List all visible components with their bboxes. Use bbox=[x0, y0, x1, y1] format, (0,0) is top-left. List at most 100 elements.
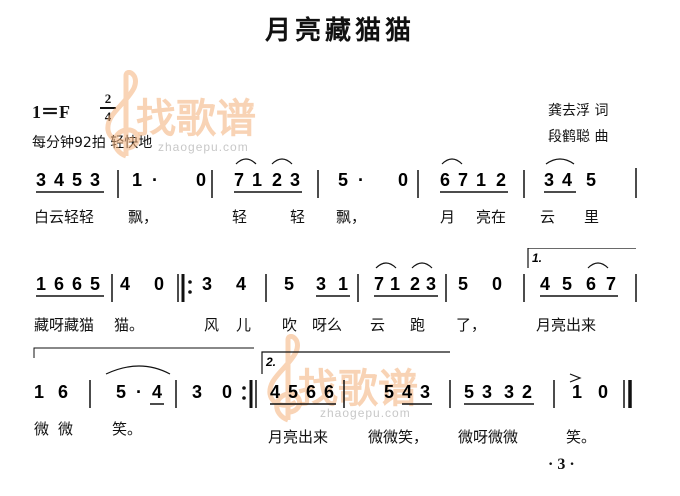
svg-text:4: 4 bbox=[120, 274, 130, 294]
lyric: 微 bbox=[58, 420, 74, 438]
lyric: 藏呀藏猫 bbox=[34, 316, 95, 334]
svg-text:2: 2 bbox=[272, 170, 282, 190]
svg-text:5: 5 bbox=[116, 382, 126, 402]
svg-text:0: 0 bbox=[196, 170, 206, 190]
svg-text:3: 3 bbox=[420, 382, 430, 402]
svg-text:7: 7 bbox=[374, 274, 384, 294]
svg-text:4: 4 bbox=[562, 170, 572, 190]
svg-text:1: 1 bbox=[338, 274, 348, 294]
treble-clef-icon bbox=[105, 70, 140, 159]
lyric: 亮在 bbox=[476, 208, 507, 226]
svg-text:3: 3 bbox=[202, 274, 212, 294]
svg-text:5: 5 bbox=[284, 274, 294, 294]
lyric: 云 bbox=[540, 208, 556, 226]
watermark-url: zhaogepu.com bbox=[158, 140, 249, 154]
lyric: 月亮出来 bbox=[268, 428, 329, 446]
svg-text:7: 7 bbox=[606, 274, 616, 294]
lyric: 轻 bbox=[232, 208, 248, 226]
watermark-url: zhaogepu.com bbox=[320, 406, 411, 420]
svg-text:4: 4 bbox=[152, 382, 162, 402]
song-title: 月亮藏猫猫 bbox=[264, 16, 415, 46]
lyric: 微呀微微 bbox=[458, 428, 519, 446]
lyric: 吹 bbox=[282, 316, 298, 334]
svg-text:1: 1 bbox=[252, 170, 262, 190]
svg-text:3: 3 bbox=[504, 382, 514, 402]
lyric: 了， bbox=[456, 316, 487, 334]
lyric: 月 bbox=[440, 208, 456, 226]
svg-text:1: 1 bbox=[132, 170, 142, 190]
lyric: 笑。 bbox=[566, 428, 597, 446]
svg-text:5: 5 bbox=[562, 274, 572, 294]
svg-text:0: 0 bbox=[222, 382, 232, 402]
svg-text:7: 7 bbox=[234, 170, 244, 190]
svg-text:·: · bbox=[152, 170, 158, 190]
volta-label: 1. bbox=[532, 251, 542, 265]
svg-text:3: 3 bbox=[36, 170, 46, 190]
svg-text:6: 6 bbox=[58, 382, 68, 402]
svg-text:6: 6 bbox=[324, 382, 334, 402]
svg-text:4: 4 bbox=[236, 274, 246, 294]
svg-text:5: 5 bbox=[72, 170, 82, 190]
composer-credit: 段鹤聪 曲 bbox=[548, 129, 609, 145]
svg-text:0: 0 bbox=[154, 274, 164, 294]
svg-text:0: 0 bbox=[398, 170, 408, 190]
svg-text:5: 5 bbox=[90, 274, 100, 294]
svg-text:3: 3 bbox=[544, 170, 554, 190]
svg-text:1: 1 bbox=[476, 170, 486, 190]
svg-text:6: 6 bbox=[72, 274, 82, 294]
lyric: 飘， bbox=[336, 208, 367, 226]
svg-text:6: 6 bbox=[586, 274, 596, 294]
lyric: 里 bbox=[584, 208, 600, 226]
svg-text:1: 1 bbox=[390, 274, 400, 294]
svg-text:4: 4 bbox=[402, 382, 412, 402]
svg-text:3: 3 bbox=[290, 170, 300, 190]
key-signature: 1＝F bbox=[32, 102, 70, 122]
lyric: 微 bbox=[34, 420, 50, 438]
meter-top: 2 bbox=[104, 91, 112, 106]
page-number: · 3 · bbox=[548, 456, 575, 473]
svg-text:3: 3 bbox=[316, 274, 326, 294]
svg-text:0: 0 bbox=[598, 382, 608, 402]
svg-text:1: 1 bbox=[34, 382, 44, 402]
lyric: 月亮出来 bbox=[536, 316, 597, 334]
svg-text:6: 6 bbox=[440, 170, 450, 190]
meter-bottom: 4 bbox=[104, 109, 112, 124]
svg-text:5: 5 bbox=[586, 170, 596, 190]
svg-text:3: 3 bbox=[426, 274, 436, 294]
svg-text:6: 6 bbox=[54, 274, 64, 294]
svg-text:5: 5 bbox=[464, 382, 474, 402]
svg-text:5: 5 bbox=[384, 382, 394, 402]
svg-text:4: 4 bbox=[540, 274, 550, 294]
svg-text:4: 4 bbox=[54, 170, 64, 190]
svg-text:6: 6 bbox=[306, 382, 316, 402]
time-signature: 2 4 bbox=[100, 92, 116, 124]
lyric: 跑 bbox=[410, 316, 426, 334]
watermark-logo: 找歌谱 bbox=[136, 96, 256, 142]
svg-text:5: 5 bbox=[288, 382, 298, 402]
lyric: 笑。 bbox=[112, 420, 143, 438]
svg-text:3: 3 bbox=[90, 170, 100, 190]
lyric: 儿 bbox=[236, 316, 252, 334]
svg-text:7: 7 bbox=[458, 170, 468, 190]
svg-text:·: · bbox=[136, 382, 142, 402]
svg-text:5: 5 bbox=[458, 274, 468, 294]
lyricist-credit: 龚去浮 词 bbox=[548, 103, 609, 119]
lyric: 飘， bbox=[128, 208, 159, 226]
svg-text:2: 2 bbox=[410, 274, 420, 294]
lyric: 猫。 bbox=[114, 316, 145, 334]
svg-text:3: 3 bbox=[192, 382, 202, 402]
lyric: 白云轻轻 bbox=[34, 208, 95, 226]
svg-text:·: · bbox=[358, 170, 364, 190]
lyric: 云 bbox=[370, 316, 386, 334]
svg-text:4: 4 bbox=[270, 382, 280, 402]
svg-text:1: 1 bbox=[572, 382, 582, 402]
volta-label: 2. bbox=[265, 355, 276, 369]
lyric: 轻 bbox=[290, 208, 306, 226]
lyric: 微微笑， bbox=[368, 428, 429, 446]
svg-text:3: 3 bbox=[482, 382, 492, 402]
lyric: 呀么 bbox=[312, 316, 343, 334]
svg-text:5: 5 bbox=[338, 170, 348, 190]
